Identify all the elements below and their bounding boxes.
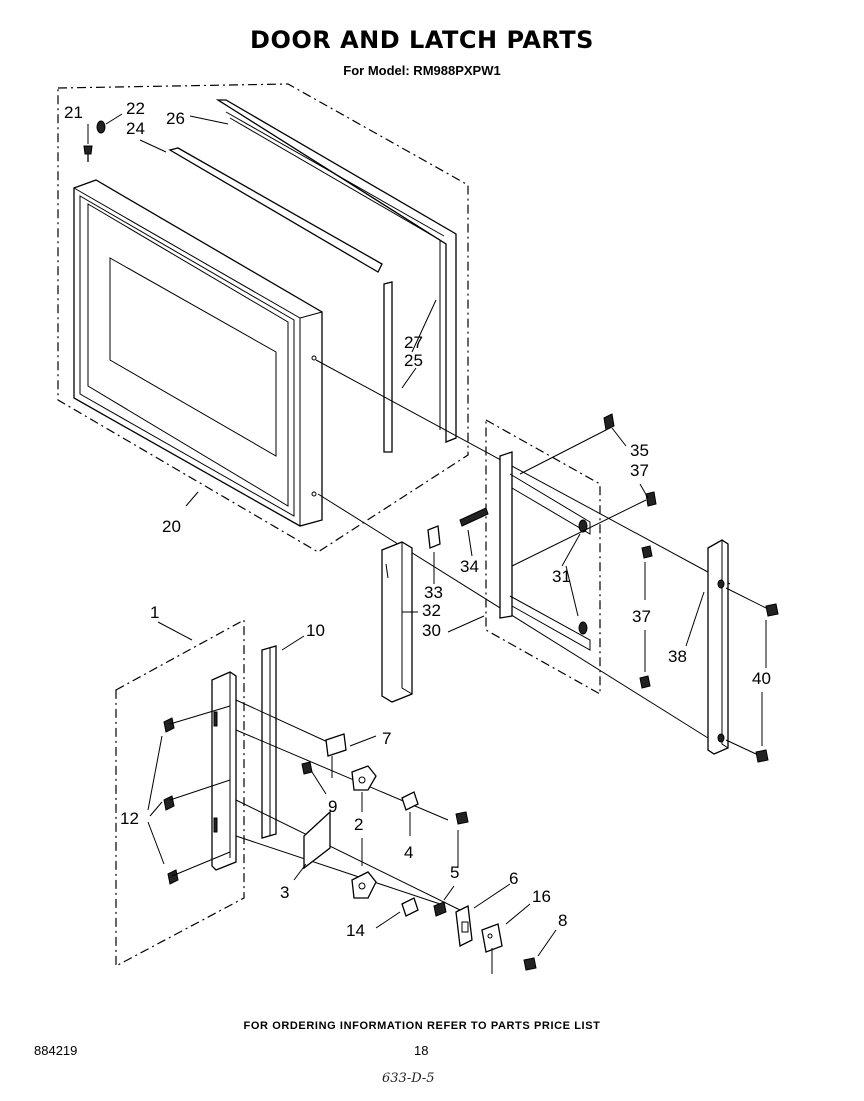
callout-38: 38	[668, 647, 687, 666]
lever-part-14	[375, 897, 419, 929]
lever-part-4	[401, 791, 419, 836]
pin-part-9	[301, 761, 327, 795]
callout-30: 30	[422, 621, 441, 640]
choke-part-38	[685, 539, 729, 755]
callout-12: 12	[120, 809, 139, 828]
callout-34: 34	[460, 557, 479, 576]
callout-1: 1	[150, 603, 159, 622]
callout-37-right: 37	[632, 607, 651, 626]
callout-6: 6	[509, 869, 518, 888]
strip-part-24	[139, 139, 383, 273]
page-number: 18	[414, 1043, 429, 1058]
screw-part-lower	[433, 885, 455, 917]
screw-part-37-top	[511, 483, 657, 567]
switch-part-6	[455, 883, 511, 947]
callout-4: 4	[404, 843, 413, 862]
callout-27: 27	[404, 333, 423, 352]
latch-pin-part-33	[427, 525, 441, 584]
callout-33: 33	[424, 583, 443, 602]
callout-20: 20	[162, 517, 181, 536]
screw-part-21	[83, 124, 93, 162]
switch-part-7	[325, 733, 377, 778]
screws-part-12	[147, 705, 231, 885]
callout-25: 25	[404, 351, 423, 370]
cam-part-2	[351, 765, 377, 812]
screws-part-37-right	[639, 545, 653, 689]
screws-part-40	[725, 587, 779, 763]
clip-part-22	[96, 113, 123, 134]
callout-8: 8	[558, 911, 567, 930]
switch-part-16	[481, 903, 531, 974]
strip-part-25	[383, 281, 437, 453]
handwritten-note: 633-D-5	[382, 1071, 435, 1086]
cam-part-lower	[351, 838, 377, 899]
callout-31: 31	[552, 567, 571, 586]
callout-5: 5	[450, 863, 459, 882]
plate-part-3	[293, 810, 331, 881]
callout-35: 35	[630, 441, 649, 460]
callout-labels: 1 2 3 4 5 6 7 8 9 10 12 14 16 20 21 22 2…	[64, 99, 771, 940]
callout-16: 16	[532, 887, 551, 906]
screw-part-35	[519, 413, 627, 475]
latch-assembly-outline	[115, 618, 245, 967]
door-frame-part-20	[73, 179, 323, 527]
callout-32: 32	[422, 601, 441, 620]
callout-21: 21	[64, 103, 83, 122]
handle-bracket-part-30	[499, 451, 591, 651]
callout-37-top: 37	[630, 461, 649, 480]
callout-22: 22	[126, 99, 145, 118]
callout-9: 9	[328, 797, 337, 816]
bracket-part-10	[261, 635, 305, 839]
callout-7: 7	[382, 729, 391, 748]
ordering-note: FOR ORDERING INFORMATION REFER TO PARTS …	[243, 1020, 601, 1032]
callout-2: 2	[354, 815, 363, 834]
screw-part-5	[455, 811, 469, 868]
callout-10: 10	[306, 621, 325, 640]
spring-part-34	[459, 507, 489, 557]
callout-26: 26	[166, 109, 185, 128]
latch-plate	[211, 671, 237, 871]
callout-3: 3	[280, 883, 289, 902]
model-line: For Model: RM988PXPW1	[343, 63, 501, 78]
door-assembly-outline	[57, 83, 469, 553]
seal-part-26	[189, 99, 457, 443]
document-number: 884219	[34, 1043, 78, 1058]
page-title: DOOR AND LATCH PARTS	[250, 26, 594, 54]
handle-part-32	[381, 541, 413, 703]
callout-14: 14	[346, 921, 365, 940]
screw-part-8	[523, 929, 557, 971]
callout-40: 40	[752, 669, 771, 688]
callout-24: 24	[126, 119, 145, 138]
